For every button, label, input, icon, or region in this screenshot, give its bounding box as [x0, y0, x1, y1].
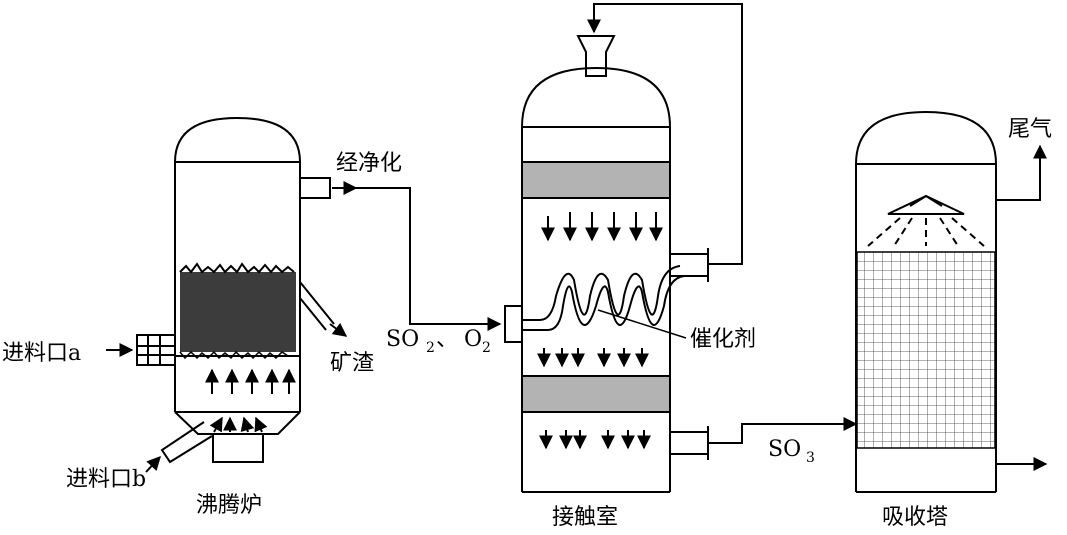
inlet-a-pipe	[136, 334, 176, 366]
catalyst-bed-lower	[521, 375, 671, 413]
inlet-b-pipe	[160, 421, 213, 464]
inlet-a-label: 进料口a	[2, 341, 81, 366]
o2-text: O	[464, 327, 482, 352]
tower-flow-arrows	[996, 144, 1048, 471]
separator-text: 、	[436, 327, 458, 352]
furnace-air-arrows	[205, 368, 296, 433]
slag-label: 矿渣	[330, 351, 374, 376]
tower-packing	[856, 251, 996, 449]
catalyst-leader	[597, 309, 687, 339]
so3-text: SO	[768, 437, 801, 462]
inlet-b-arrow	[145, 455, 161, 473]
so2-text: SO	[386, 327, 419, 352]
contact-chamber-label: 接触室	[552, 505, 618, 530]
so2-feed-line	[332, 181, 502, 331]
heat-exchanger-coil	[522, 265, 685, 331]
chamber-gas-arrows	[537, 212, 663, 450]
absorption-tower	[855, 110, 997, 493]
furnace-gas-outlet	[299, 177, 331, 199]
chamber-inlet	[504, 305, 523, 343]
tail-gas-label: 尾气	[1008, 117, 1052, 142]
so3-line	[708, 417, 858, 444]
furnace-flow-arrows	[106, 322, 348, 473]
chamber-bottom-outlet	[669, 431, 709, 455]
so2-subscript: 2	[426, 340, 435, 356]
tower-sprayer	[867, 194, 985, 247]
ore-bed	[179, 262, 296, 360]
slag-arrow	[329, 322, 348, 337]
contact-chamber	[504, 35, 709, 493]
purify-label: 经净化	[336, 151, 402, 176]
so3-label: SO 3	[768, 437, 815, 466]
tower-dome	[855, 110, 997, 165]
furnace-dome	[174, 116, 301, 163]
chamber-dome	[521, 66, 671, 128]
so2-o2-label: SO 2 、 O 2	[386, 327, 491, 356]
catalyst-bed-upper	[521, 161, 671, 199]
boiling-furnace	[136, 116, 335, 464]
chamber-top-nozzle	[576, 35, 616, 77]
furnace-bottom-outlet	[212, 433, 264, 463]
furnace-label: 沸腾炉	[196, 493, 262, 518]
absorption-tower-label: 吸收塔	[882, 505, 948, 530]
inlet-b-label: 进料口b	[66, 467, 146, 492]
so3-subscript: 3	[806, 450, 815, 466]
furnace-bottom-cone	[174, 411, 301, 435]
catalyst-label: 催化剂	[690, 327, 756, 352]
chamber-mid-outlet	[669, 253, 709, 277]
slag-outlet-pipe	[299, 281, 335, 331]
o2-subscript: 2	[482, 340, 491, 356]
recycle-line	[587, 3, 743, 265]
